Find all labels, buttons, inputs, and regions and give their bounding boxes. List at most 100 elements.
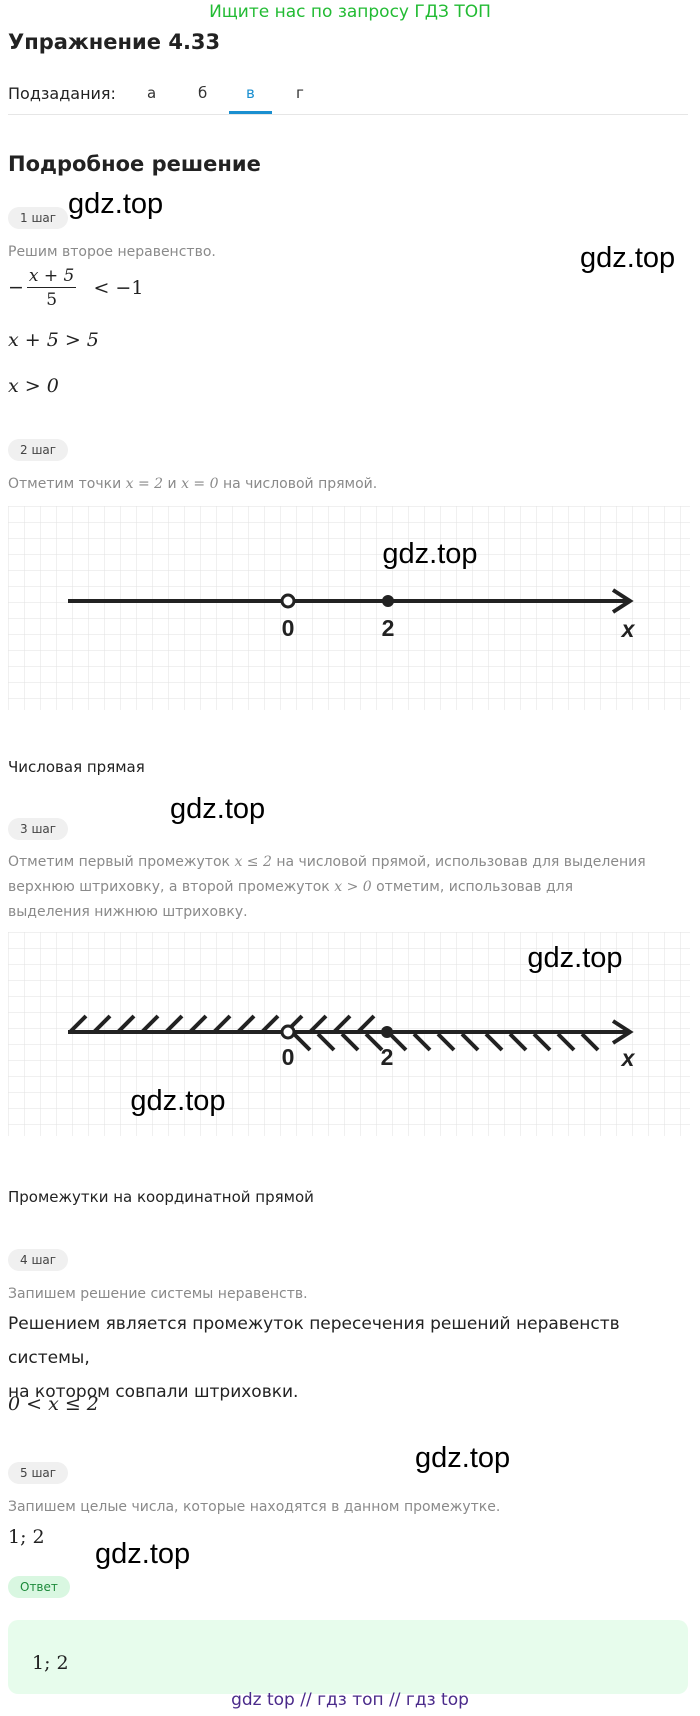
hatch-mark (364, 1032, 384, 1052)
watermark: gdz.top (382, 538, 477, 570)
upper-hatching (68, 1014, 376, 1034)
watermark: gdz.top (130, 1085, 225, 1117)
watermark: gdz.top (415, 1442, 511, 1474)
minus-sign: − (8, 276, 24, 299)
step-3-line-1: Отметим первый промежуток x ≤ 2 на число… (8, 850, 698, 875)
grid-background (8, 506, 690, 710)
filled-point-2 (382, 595, 394, 607)
step-2-math-2: x = 0 (181, 476, 219, 492)
hatch-mark (236, 1014, 256, 1034)
step-2-badge: 2 шаг (8, 439, 69, 461)
hatch-mark (460, 1032, 480, 1052)
step-3-line-1-b: на числовой прямой, использовав для выде… (271, 854, 646, 870)
watermark: gdz.top (68, 188, 164, 220)
step-4-body-line-1: Решением является промежуток пересечения… (8, 1314, 620, 1368)
step-1-text: Решим второе неравенство. (8, 244, 216, 260)
active-tab-indicator (229, 111, 272, 114)
answer-value: 1; 2 (32, 1652, 69, 1674)
hatch-mark (68, 1014, 88, 1034)
number-line-figure-1: 0 2 x gdz.top (8, 506, 690, 710)
hatch-mark (356, 1014, 376, 1034)
watermark: gdz.top (170, 793, 266, 825)
subtasks-label: Подзадания: (8, 84, 116, 103)
hatch-mark (260, 1014, 280, 1034)
filled-point-2 (381, 1026, 393, 1038)
page-title: Упражнение 4.33 (8, 30, 221, 54)
hatch-mark (140, 1014, 160, 1034)
step-1-badge: 1 шаг (8, 207, 69, 229)
hatch-mark (316, 1032, 336, 1052)
step-3-line-1-a: Отметим первый промежуток (8, 854, 235, 870)
hatch-mark (580, 1032, 600, 1052)
tab-b[interactable]: б (198, 84, 208, 102)
step-5-text: Запишем целые числа, которые находятся в… (8, 1499, 501, 1515)
hatch-mark (508, 1032, 528, 1052)
footer-links[interactable]: gdz top // гдз топ // гдз top (231, 1690, 469, 1710)
watermark: gdz.top (527, 942, 622, 974)
step-3-line-2-b: отметим, использовав для (371, 879, 574, 895)
figure-1-caption: Числовая прямая (8, 758, 145, 776)
label-2: 2 (381, 1044, 394, 1070)
hatch-mark (484, 1032, 504, 1052)
fraction-numerator: x + 5 (26, 266, 77, 288)
axis-label-x: x (620, 1045, 636, 1071)
step-3-line-3: выделения нижнюю штриховку. (8, 904, 248, 920)
hatch-mark (388, 1032, 408, 1052)
figure-2-caption: Промежутки на координатной прямой (8, 1188, 314, 1206)
hatch-mark (92, 1014, 112, 1034)
step-4-result: 0 < x ≤ 2 (8, 1393, 99, 1415)
equation-3: x > 0 (8, 375, 59, 397)
step-3-badge: 3 шаг (8, 818, 69, 840)
open-point-0 (280, 593, 296, 609)
open-point-0 (280, 1024, 296, 1040)
hatch-mark (436, 1032, 456, 1052)
label-2: 2 (382, 615, 395, 641)
hatch-mark (292, 1032, 312, 1052)
hatch-mark (308, 1014, 328, 1034)
hatch-mark (212, 1014, 232, 1034)
step-2-text-b: и (163, 476, 182, 492)
tab-a[interactable]: а (147, 84, 157, 102)
step-3-line-2-a: верхнюю штриховку, а второй промежуток (8, 879, 335, 895)
axis-arrow-icon (611, 1019, 634, 1045)
step-4-text: Запишем решение системы неравенств. (8, 1286, 308, 1302)
equation-1-rhs: < −1 (93, 276, 144, 299)
hatch-mark (332, 1014, 352, 1034)
divider (8, 114, 688, 115)
hatch-mark (340, 1032, 360, 1052)
step-4-badge: 4 шаг (8, 1249, 69, 1271)
equation-2: x + 5 > 5 (8, 329, 99, 351)
lower-hatching (292, 1032, 600, 1052)
section-title: Подробное решение (8, 152, 261, 176)
watermark: gdz.top (95, 1538, 191, 1570)
step-4-body: Решением является промежуток пересечения… (8, 1307, 698, 1409)
step-3-math-2: x > 0 (334, 879, 372, 895)
step-4-body-line-2: на котором совпали штриховки. (8, 1382, 299, 1402)
hatch-mark (412, 1032, 432, 1052)
top-banner[interactable]: Ищите нас по запросу ГДЗ ТОП (209, 2, 491, 22)
step-2-text-c: на числовой прямой. (218, 476, 378, 492)
hatch-mark (532, 1032, 552, 1052)
fraction-denominator: 5 (46, 290, 58, 310)
label-0: 0 (282, 615, 295, 641)
answer-badge: Ответ (8, 1576, 70, 1598)
tab-g[interactable]: г (296, 84, 304, 102)
number-line-figure-2: 0 2 x gdz.top gdz.top (8, 932, 690, 1136)
step-5-badge: 5 шаг (8, 1462, 69, 1484)
answer-box (8, 1620, 688, 1694)
step-5-result: 1; 2 (8, 1526, 45, 1548)
axis-arrow-icon (611, 588, 634, 614)
hatch-mark (556, 1032, 576, 1052)
hatch-mark (164, 1014, 184, 1034)
tab-v[interactable]: в (246, 84, 255, 102)
axis-label-x: x (620, 616, 636, 642)
step-2-text-a: Отметим точки (8, 476, 126, 492)
hatch-mark (188, 1014, 208, 1034)
step-3-text: Отметим первый промежуток x ≤ 2 на число… (8, 850, 698, 925)
watermark: gdz.top (580, 242, 676, 274)
step-2-math-1: x = 2 (125, 476, 164, 492)
hatch-mark (116, 1014, 136, 1034)
step-3-math-1: x ≤ 2 (234, 854, 272, 870)
